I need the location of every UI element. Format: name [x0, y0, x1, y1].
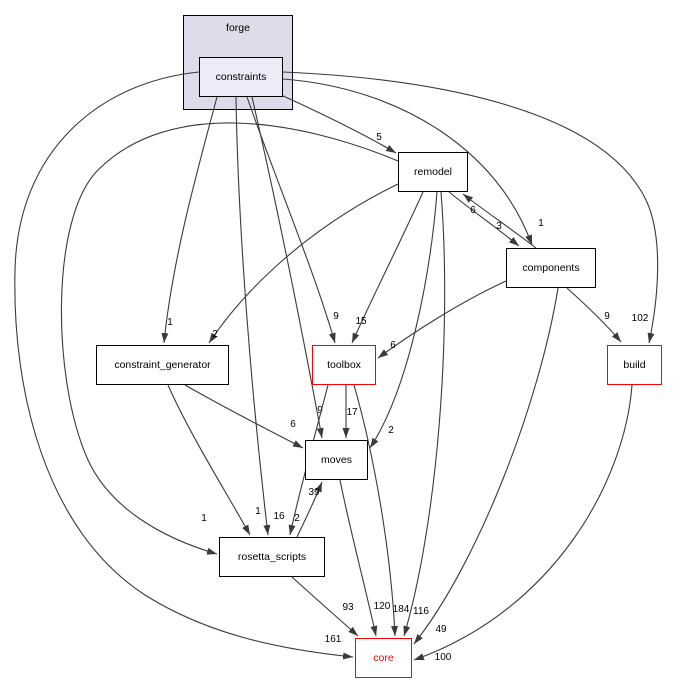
edge-remodel-to-core — [403, 191, 446, 637]
edge-count-label-toolbox-to-core: 184 — [393, 604, 410, 615]
edge-constraints-to-moves — [251, 96, 324, 439]
edge-count-label-constraints-to-remodel: 5 — [376, 132, 382, 143]
edge-count-label-components-to-core: 49 — [435, 624, 447, 635]
edge-count-label-toolbox-to-rosetta_scripts: 2 — [294, 513, 300, 524]
edge-count-label-constraints-to-build: 102 — [632, 313, 649, 324]
edge-count-label-build-to-core: 100 — [435, 652, 452, 663]
edge-constraint_generator-to-moves — [184, 384, 304, 449]
edge-rosetta_scripts-to-moves — [296, 481, 323, 538]
edge-moves-to-core — [339, 479, 378, 637]
edge-build-to-core — [413, 384, 633, 661]
node-constraints: constraints — [199, 57, 283, 97]
edge-constraint_generator-to-rosetta_scripts — [167, 384, 251, 536]
node-moves[interactable]: moves — [305, 440, 368, 480]
edge-count-label-components-to-build: 9 — [604, 311, 610, 322]
edge-components-to-remodel — [462, 193, 537, 249]
node-components[interactable]: components — [506, 248, 596, 288]
edge-components-to-build — [566, 287, 622, 343]
node-toolbox[interactable]: toolbox — [312, 345, 376, 385]
edge-count-label-components-to-toolbox: 6 — [390, 340, 396, 351]
node-rosetta_scripts[interactable]: rosetta_scripts — [219, 537, 325, 577]
node-constraint_generator[interactable]: constraint_generator — [96, 345, 229, 385]
edge-count-label-remodel-to-core: 116 — [413, 606, 429, 617]
edge-remodel-to-components — [448, 191, 520, 247]
edge-constraints-to-remodel — [280, 94, 397, 154]
edge-remodel-to-moves — [369, 191, 438, 449]
edge-count-label-rosetta_scripts-to-moves: 39 — [308, 487, 320, 498]
edge-constraints-to-components — [282, 78, 533, 246]
edge-components-to-toolbox — [377, 280, 507, 359]
edge-count-label-components-to-remodel: 6 — [470, 205, 476, 216]
node-build[interactable]: build — [607, 345, 662, 385]
edge-count-label-remodel-to-toolbox: 15 — [355, 316, 367, 327]
edge-constraints-to-build — [282, 71, 659, 344]
edge-count-label-remodel-to-components: 3 — [496, 221, 502, 232]
edge-count-label-remodel-to-moves: 2 — [388, 425, 394, 436]
node-core[interactable]: core — [355, 638, 412, 678]
edge-count-label-rosetta_scripts-to-core: 93 — [342, 602, 354, 613]
edge-count-label-remodel-to-constraint_generator: 2 — [212, 329, 218, 340]
edge-constraints-to-rosetta_scripts — [235, 96, 271, 536]
cluster-forge-label: forge — [226, 22, 250, 34]
edge-count-label-remodel-to-rosetta_scripts: 1 — [201, 513, 207, 524]
edge-components-to-core — [413, 287, 559, 645]
edge-count-label-constraints-to-rosetta_scripts: 16 — [273, 511, 285, 522]
edge-remodel-to-toolbox — [351, 191, 424, 344]
edge-count-label-constraints-to-moves: 9 — [317, 405, 323, 416]
edge-count-label-constraints-to-components: 1 — [538, 218, 544, 229]
edge-count-label-constraints-to-core: 161 — [325, 634, 342, 645]
edge-count-label-moves-to-core: 120 — [374, 601, 391, 612]
edge-constraints-to-constraint_generator — [161, 96, 218, 344]
edge-constraints-to-core — [14, 71, 354, 660]
edge-remodel-to-constraint_generator — [208, 183, 399, 344]
edge-count-label-constraint_generator-to-moves: 6 — [290, 419, 296, 430]
edge-count-label-constraints-to-toolbox: 9 — [333, 311, 339, 322]
edge-count-label-toolbox-to-moves: 17 — [346, 407, 358, 418]
edge-count-label-constraints-to-constraint_generator: 1 — [167, 317, 173, 328]
edge-constraints-to-toolbox — [246, 96, 336, 344]
edge-remodel-to-rosetta_scripts — [60, 122, 399, 555]
edge-rosetta_scripts-to-core — [291, 576, 359, 637]
edge-count-label-constraint_generator-to-rosetta_scripts: 1 — [255, 506, 261, 517]
node-remodel[interactable]: remodel — [398, 152, 468, 192]
edge-toolbox-to-core — [353, 384, 399, 637]
